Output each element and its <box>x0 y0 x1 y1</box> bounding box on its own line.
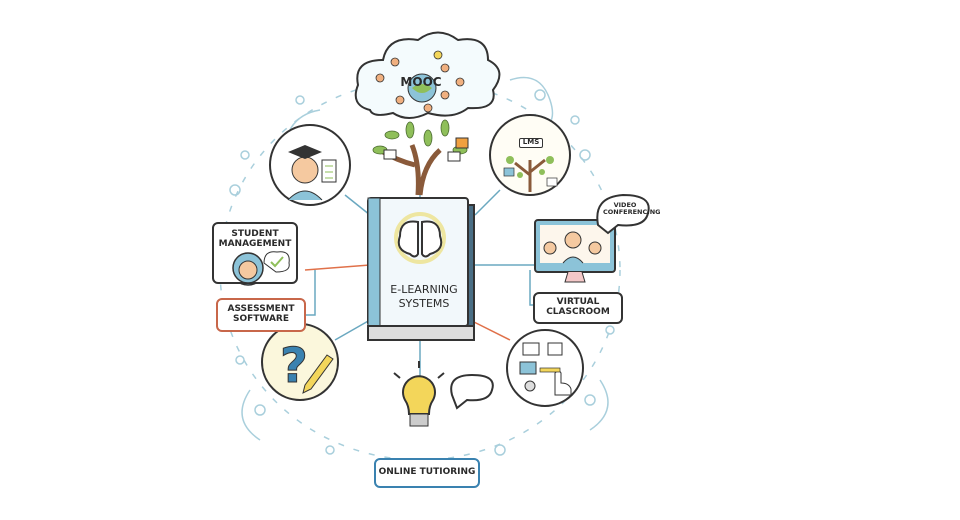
speech-bubble-icon <box>450 373 494 410</box>
svg-text:?: ? <box>280 338 308 394</box>
student-management-card: STUDENT MANAGEMENT <box>212 222 298 284</box>
assessment-software-label: ASSESSMENT SOFTWARE <box>227 304 295 324</box>
question-circle: ? <box>261 323 339 401</box>
mooc-label: MOOC <box>400 75 442 89</box>
virtual-classroom-label: VIRTUAL CLASCROOM <box>546 297 610 317</box>
tools-circle <box>506 329 584 407</box>
tree-illustration <box>372 119 469 196</box>
online-tutoring-card: ONLINE TUTIORING <box>374 458 480 488</box>
student-reader-icons <box>375 50 465 113</box>
monitor-illustration <box>534 193 650 283</box>
lms-label: LMS <box>519 138 543 148</box>
student-management-label: STUDENT MANAGEMENT <box>218 229 292 249</box>
brain-icon <box>397 220 443 258</box>
e-learning-systems-title: E-LEARNING SYSTEMS <box>390 283 458 311</box>
virtual-classroom-card: VIRTUAL CLASCROOM <box>533 292 623 324</box>
mooc-cloud <box>354 31 501 119</box>
graduate-circle <box>269 124 351 206</box>
online-tutoring-label: ONLINE TUTIORING <box>378 467 476 478</box>
video-conferencing-label: VIDEO CONFERENCING <box>603 201 661 217</box>
lms-circle <box>489 114 571 196</box>
e-learning-book <box>367 197 475 341</box>
lightbulb-icon <box>393 361 494 427</box>
assessment-software-card: ASSESSMENT SOFTWARE <box>216 298 306 332</box>
